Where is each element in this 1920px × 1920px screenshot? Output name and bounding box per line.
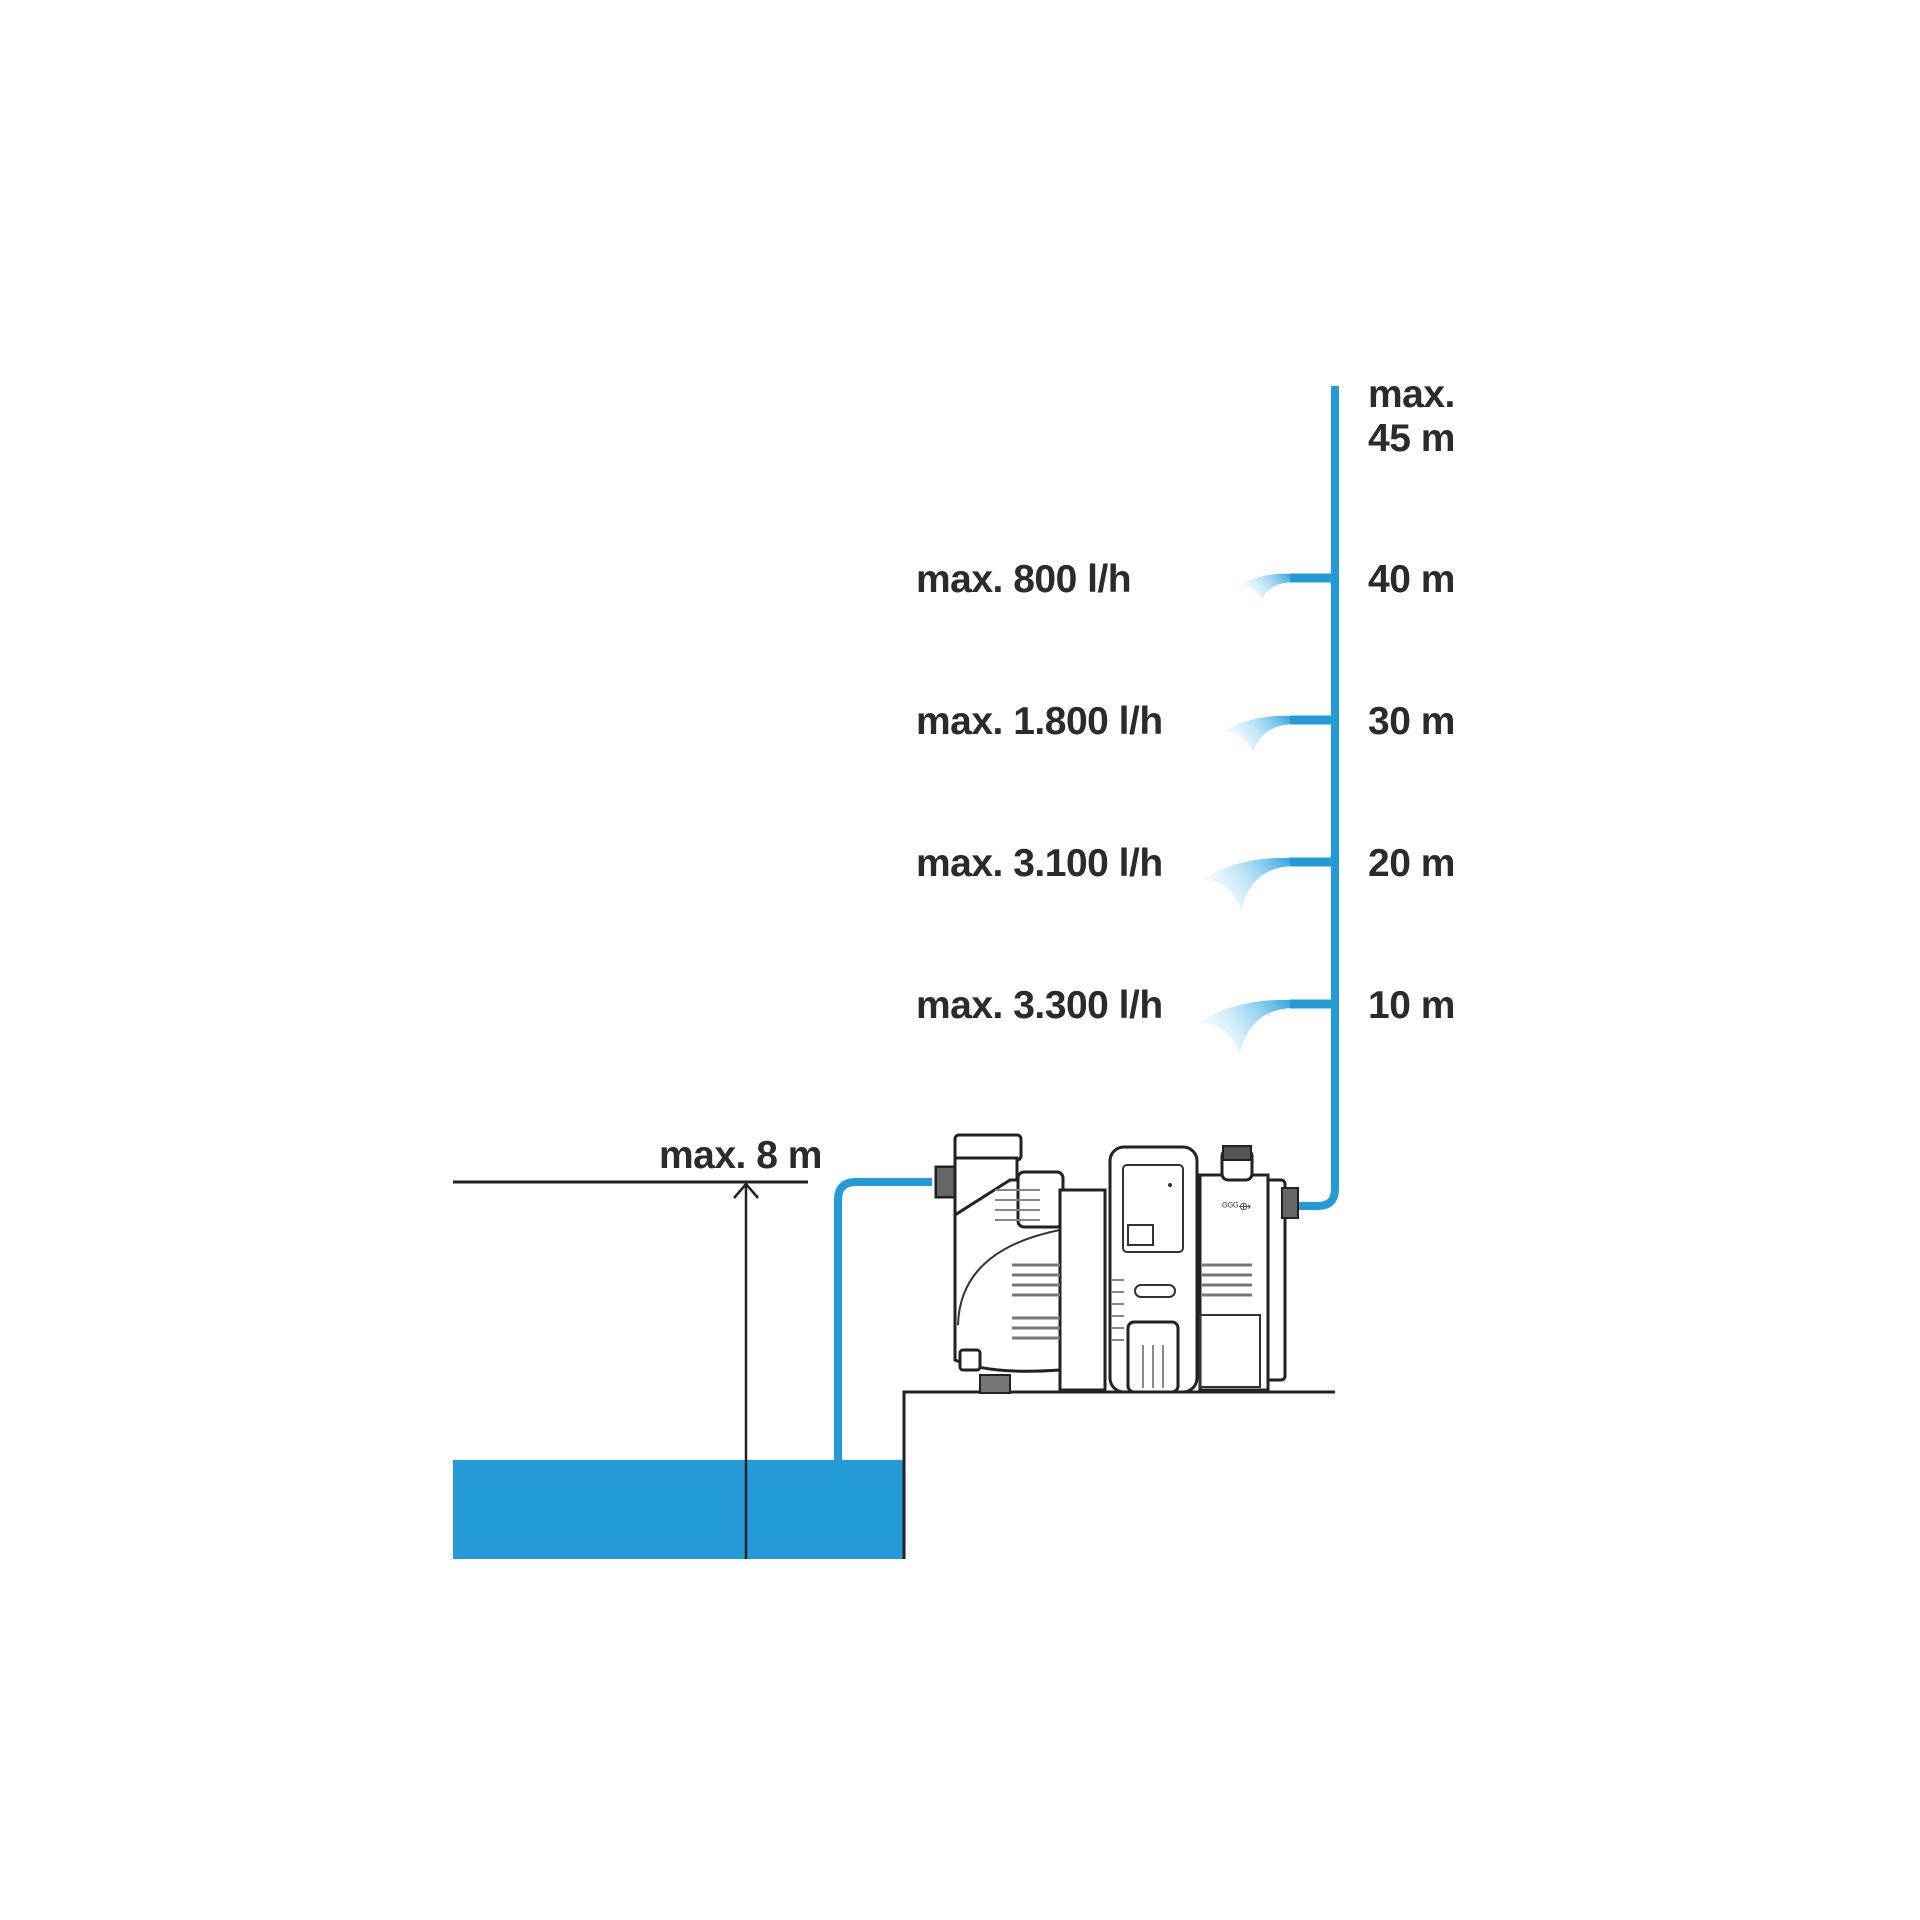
flow-rate-label: max. 3.100 l/h [916,842,1163,885]
outlet-10m [1197,999,1335,1054]
flow-rate-label: max. 3.300 l/h [916,984,1163,1027]
pump-logo: ᴳᴳᴳ⟴ [1222,1201,1251,1213]
suction-label: max. 8 m [659,1134,822,1177]
height-label: 20 m [1368,842,1455,885]
outlet-20m [1200,857,1335,910]
height-label: 30 m [1368,700,1455,743]
suction-height-arrow [733,1182,759,1559]
height-label: 10 m [1368,984,1455,1027]
outlet-30m [1222,715,1335,753]
flow-rate-label: max. 1.800 l/h [916,700,1163,743]
water-spray-icon [1222,715,1292,753]
ground-step [902,1390,1335,1559]
max-height-label-line2: 45 m [1368,417,1455,460]
max-height-label-line1: max. [1368,373,1455,416]
flow-rate-label: max. 800 l/h [916,558,1131,601]
water-spray-icon [1200,857,1292,910]
outlet-40m [1238,573,1335,600]
water-spray-icon [1197,999,1292,1054]
water-reservoir [453,1460,904,1559]
height-label: 40 m [1368,558,1455,601]
discharge-pipe [1298,386,1339,1210]
pump-illustration: ᴳᴳᴳ⟴ [934,1133,1299,1394]
water-spray-icon [1238,573,1292,600]
suction-pipe [834,1178,932,1460]
